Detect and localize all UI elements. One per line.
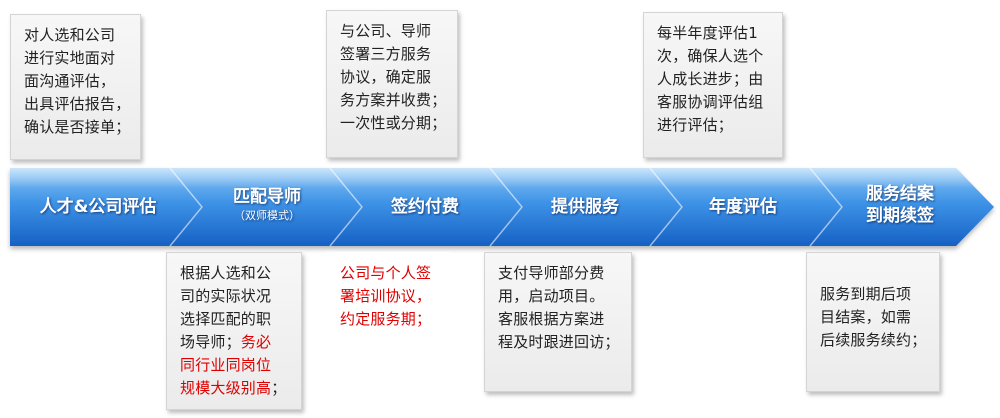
note-line: 目结案，如需 (820, 308, 912, 326)
note-highlight: 规模大级别高 (180, 379, 272, 397)
note-service: 支付导师部分费 用，启动项目。 客服根据方案进 程及时跟进回访； (484, 252, 632, 392)
stage-assessment: 人才&公司评估 (18, 196, 178, 218)
stage-label: 匹配导师 (233, 187, 301, 207)
note-line: 次，确保人选个 (657, 47, 764, 65)
note-line: 支付导师部分费 (498, 264, 605, 282)
note-line: 服务到期后项 (820, 285, 912, 303)
note-line: 人成长进步；由 (657, 70, 764, 88)
note-line: 进行评估； (657, 116, 734, 134)
stage-service: 提供服务 (510, 196, 660, 218)
note-assessment: 对人选和公司 进行实地面对 面沟通评估， 出具评估报告， 确认是否接单； (10, 14, 141, 160)
note-line: 一次性或分期； (340, 114, 447, 132)
stage-label: 人才&公司评估 (39, 197, 157, 217)
stage-label: 提供服务 (551, 197, 619, 217)
note-line: 程及时跟进回访； (498, 333, 620, 351)
stage-mentor-match: 匹配导师 （双师模式） (192, 186, 342, 223)
note-line: 面沟通评估， (24, 72, 116, 90)
note-highlight: 署培训协议， (340, 287, 432, 305)
note-highlight: 公司与个人签 (340, 264, 432, 282)
note-closure: 服务到期后项 目结案，如需 后续服务续约； (806, 252, 940, 392)
note-line: 对人选和公司 (24, 26, 116, 44)
stage-label: 到期续签 (866, 206, 934, 226)
note-line: 确认是否接单； (24, 118, 131, 136)
note-line: 与公司、导师 (340, 22, 432, 40)
note-text: ； (271, 379, 287, 397)
stage-label: 年度评估 (709, 197, 777, 217)
note-line: 场导师；务必 (180, 331, 291, 354)
note-line: 协议，确定服 (340, 68, 432, 86)
note-highlight: 同行业同岗位 (180, 356, 272, 374)
note-highlight: 务必 (240, 333, 272, 351)
note-line: 选择匹配的职 (180, 310, 272, 328)
stage-annual-review: 年度评估 (668, 196, 818, 218)
note-contract: 与公司、导师 签署三方服务 协议，确定服 务方案并收费； 一次性或分期； (326, 10, 458, 158)
stage-signing: 签约付费 (350, 196, 500, 218)
note-signing: 公司与个人签 署培训协议， 约定服务期； (326, 252, 450, 340)
note-line: 进行实地面对 (24, 49, 116, 67)
stage-closure: 服务结案 到期续签 (830, 183, 970, 227)
stage-sublabel: （双师模式） (234, 209, 300, 222)
note-line: 客服根据方案进 (498, 310, 605, 328)
note-line: 签署三方服务 (340, 45, 432, 63)
note-mentor-match: 根据人选和公 司的实际状况 选择匹配的职 场导师；务必 同行业同岗位 规模大级别… (166, 252, 302, 410)
note-highlight: 约定服务期； (340, 310, 432, 328)
stage-label: 签约付费 (391, 197, 459, 217)
note-line: 客服协调评估组 (657, 93, 764, 111)
note-line: 用，启动项目。 (498, 287, 605, 305)
note-line: 后续服务续约； (820, 331, 927, 349)
stage-label: 服务结案 (866, 184, 934, 204)
note-line: 规模大级别高； (180, 377, 291, 400)
note-annual-review: 每半年度评估1 次，确保人选个 人成长进步；由 客服协调评估组 进行评估； (643, 12, 783, 158)
note-line: 每半年度评估1 (657, 24, 758, 42)
note-text: 场导师； (180, 333, 241, 351)
note-line: 根据人选和公 (180, 264, 272, 282)
note-line: 务方案并收费； (340, 91, 447, 109)
note-line: 出具评估报告， (24, 95, 131, 113)
note-line: 司的实际状况 (180, 287, 272, 305)
